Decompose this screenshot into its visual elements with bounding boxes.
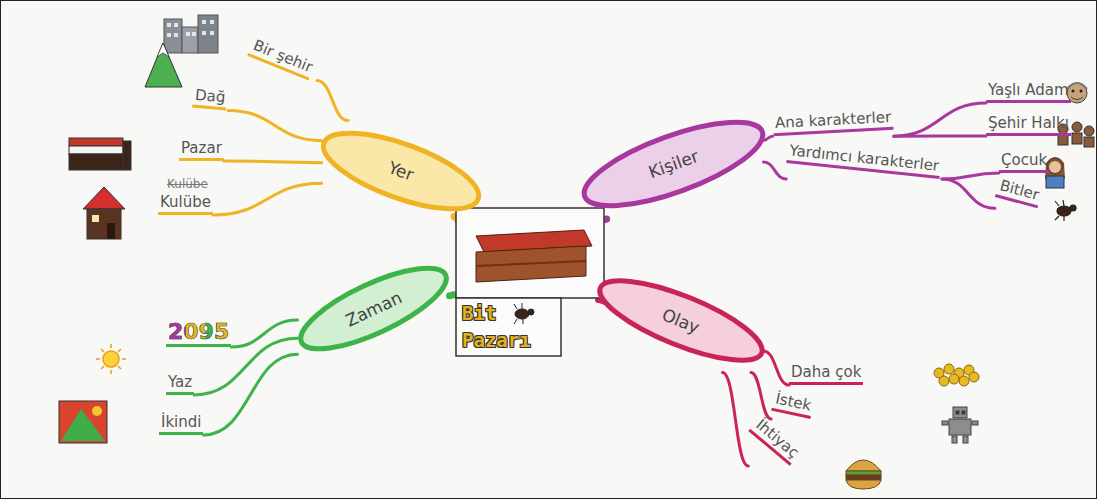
branch-word: Şehir Halkı (986, 114, 1071, 136)
branch-line (203, 354, 297, 435)
branch-text: Kulübe (160, 193, 211, 211)
sun-icon (96, 344, 126, 374)
branch-text: Bir şehir (251, 36, 315, 76)
branch-word: Bir şehir (247, 35, 317, 80)
branch-word: Yardımcı karakterler (786, 141, 942, 179)
branch-oval: Zaman (287, 249, 460, 369)
branch-line (763, 351, 789, 385)
branch-word: Pazar (179, 139, 224, 161)
branch-word: Daha çok (789, 363, 863, 385)
branch-text: Ana karakterler (775, 108, 892, 132)
branch-word: Dağ (192, 86, 228, 111)
branch-text: Yaz (168, 373, 192, 391)
central-topic: Bit Pazarı (454, 206, 606, 358)
branch-line (894, 135, 986, 138)
branch-line (224, 161, 322, 163)
branch-text: İkindi (161, 413, 201, 431)
branch-word: İstek (771, 389, 815, 419)
branch-word: 2095 (166, 323, 231, 347)
branch-text: Şehir Halkı (988, 114, 1069, 132)
branch-line (942, 179, 995, 208)
old-man-icon (1067, 83, 1087, 103)
branch-word: Yaz (166, 373, 194, 395)
coins-icon (934, 364, 979, 386)
hut-icon (83, 187, 125, 239)
branch-word: İkindi (159, 413, 203, 435)
stall-icon (69, 138, 131, 170)
branch-line (228, 110, 322, 140)
robot-icon (942, 407, 978, 443)
branch-word: İhtiyaç (748, 414, 804, 466)
branch-line (450, 291, 454, 299)
branch-line (722, 373, 748, 466)
branch-text: Bitler (998, 176, 1041, 204)
branch-word: Yaşlı Adam (986, 81, 1071, 103)
branch-line (751, 373, 771, 419)
branch-word: Ana karakterler (773, 108, 894, 136)
branch-word: Kulübe (158, 193, 213, 215)
branch-text: Çocuk (1001, 151, 1047, 169)
crossed-out-word: Kulübe (167, 177, 208, 191)
branch-line (213, 183, 322, 215)
branch-line (231, 320, 297, 347)
bug-drawing (514, 303, 534, 324)
branch-text: Pazar (181, 139, 222, 157)
branch-oval: Kişiler (571, 102, 775, 227)
mountain-icon (145, 43, 182, 87)
afternoon-icon (59, 401, 107, 443)
bug-icon (1055, 200, 1076, 221)
branch-line (942, 173, 999, 179)
branch-oval: Yer (311, 114, 491, 229)
branch-line (894, 103, 986, 136)
branch-text: Yardımcı karakterler (789, 141, 940, 175)
branch-word: Bitler (995, 176, 1043, 209)
branch-text: İhtiyaç (752, 415, 802, 461)
central-title: Bit Pazarı (462, 300, 512, 354)
branch-text: 2095 (168, 319, 229, 344)
branch-oval: Olay (587, 261, 774, 379)
branch-text: Yaşlı Adam (988, 81, 1069, 99)
branch-text: Dağ (194, 86, 226, 107)
burger-icon (846, 460, 881, 489)
branch-word: Çocuk (999, 151, 1049, 173)
buildings-icon (164, 15, 218, 53)
branch-line (317, 81, 348, 121)
branch-text: Daha çok (791, 363, 861, 381)
branch-text: İstek (774, 389, 813, 414)
branch-line (763, 162, 786, 179)
